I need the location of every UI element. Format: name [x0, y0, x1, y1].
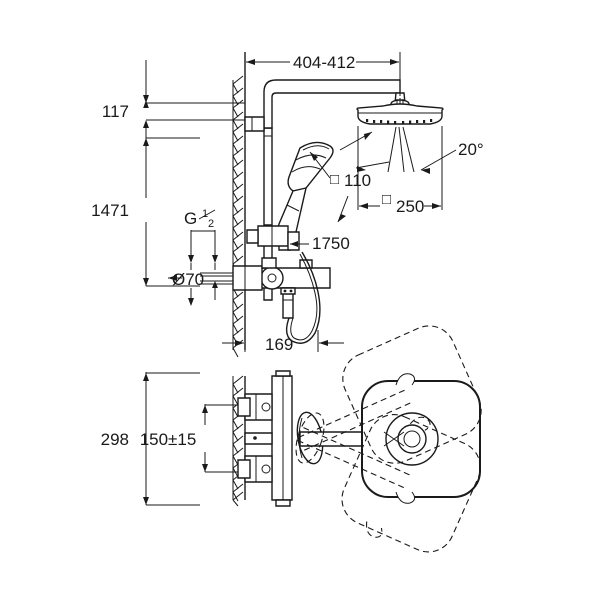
rain-shower-head-top — [361, 373, 481, 504]
dim-1471-label: 1471 — [91, 201, 129, 220]
dimension-head-shower-size: □ 250 — [357, 126, 443, 216]
dim-250-label: 250 — [396, 197, 424, 216]
dimension-tilt-angle: 20° — [339, 126, 484, 174]
dimension-298: 298 — [101, 372, 200, 506]
riser-pipe-and-arm — [244, 79, 401, 301]
dim-g-fraction-denominator: 2 — [208, 218, 214, 230]
rotation-range-outlines — [295, 325, 482, 553]
top-view: 298 150±15 — [101, 325, 482, 553]
label-thread-size: G 1 2 — [184, 208, 218, 263]
dim-1750-label: 1750 — [312, 234, 350, 253]
side-elevation-view: 404-412 117 14 — [91, 52, 484, 358]
head-nozzles — [366, 119, 433, 124]
thermostat-valve-body-side — [232, 257, 331, 319]
dimension-150pm15: 150±15 — [140, 404, 238, 473]
dimension-hose-length: 1750 — [290, 195, 350, 253]
head-top-detail — [383, 431, 405, 447]
wall-hatching-upper — [232, 75, 244, 358]
dimension-117: 117 — [102, 60, 245, 165]
square-symbol-110: □ — [330, 171, 339, 188]
dim-169-label: 169 — [265, 335, 293, 354]
square-symbol-250: □ — [382, 191, 391, 208]
dimension-169: 169 — [222, 330, 344, 354]
dim-150pm15-label: 150±15 — [140, 430, 197, 449]
dim-g-label: G — [184, 209, 197, 228]
hand-shower-holder — [246, 225, 300, 251]
dim-117-label: 117 — [102, 102, 129, 121]
wall-upper — [232, 52, 246, 358]
dim-404-412-label: 404-412 — [293, 53, 355, 72]
dim-d70-label: Ø70 — [172, 270, 204, 289]
dim-g-fraction-numerator: 1 — [202, 208, 208, 220]
dimension-d70: Ø70 — [168, 263, 233, 306]
dim-298-label: 298 — [101, 430, 129, 449]
dim-20deg-label: 20° — [458, 140, 484, 159]
dimension-1471: 1471 — [91, 137, 200, 287]
wall-hatching-lower — [232, 375, 244, 507]
dimension-arm-length: 404-412 — [244, 52, 401, 96]
rain-shower-head — [356, 92, 444, 125]
wall-lower — [232, 375, 246, 507]
thermostat-valve-body-top — [237, 370, 293, 507]
shower-hose — [285, 251, 321, 344]
